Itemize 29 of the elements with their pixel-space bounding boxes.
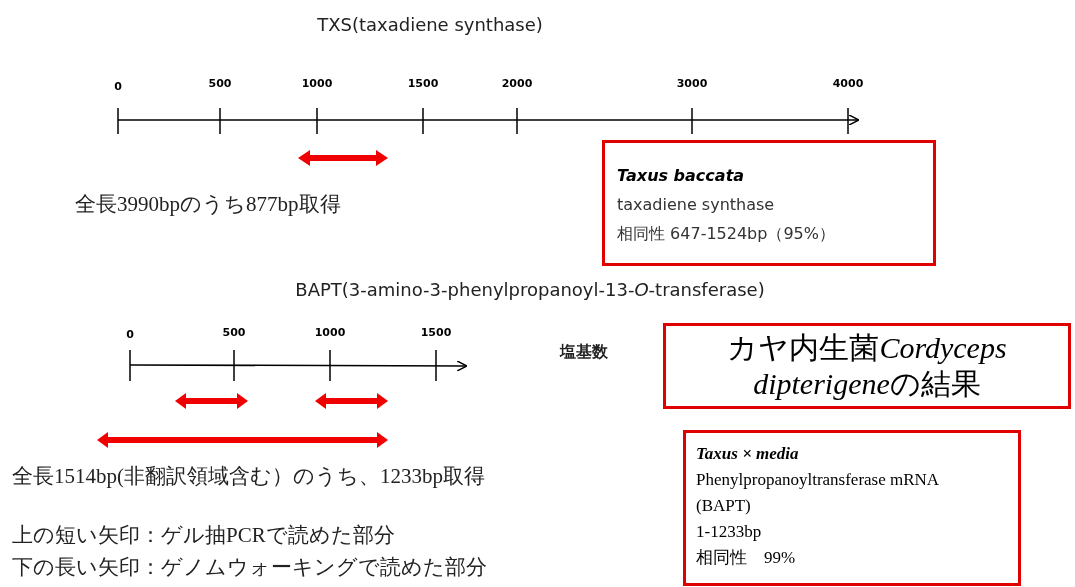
result-text: 相同性 647-1524bp（95%） (617, 223, 836, 245)
result-text: Phenylpropanoyltransferase mRNA (BAPT) (696, 469, 940, 517)
result-text: 相同性 99% (696, 547, 797, 569)
tick-label: 500 (208, 77, 232, 90)
result-box (602, 140, 936, 266)
axis-unit-label: 塩基数 (560, 342, 608, 363)
result-box (663, 323, 1071, 409)
result-box (683, 430, 1021, 586)
species-name: Taxus × media (696, 443, 800, 465)
result-text: 1-1233bp (696, 521, 763, 543)
legend-note: 上の短い矢印：ゲル抽PCRで読めた部分 (12, 522, 395, 549)
gene-title: TXS(taxadiene synthase) (317, 14, 543, 35)
result-text: taxadiene synthase (617, 194, 776, 216)
tick-label: 1500 (420, 326, 452, 339)
tick-label: 500 (222, 326, 246, 339)
box-heading: カヤ内生菌Cordyceps dipterigeneの結果 (726, 330, 1008, 402)
tick-label: 1500 (407, 77, 439, 90)
tick-label: 3000 (676, 77, 708, 90)
gene-title: BAPT(3-amino-3-phenylpropanoyl-13-O-transferase) (295, 279, 765, 300)
tick-label: 0 (114, 80, 122, 93)
tick-label: 0 (126, 328, 134, 341)
tick-label: 1000 (314, 326, 346, 339)
legend-note: 下の長い矢印：ゲノムウォーキングで読めた部分 (12, 554, 487, 581)
species-name: Taxus baccata (617, 165, 746, 187)
tick-label: 1000 (301, 77, 333, 90)
length-note: 全長1514bp(非翻訳領域含む）のうち、1233bp取得 (12, 463, 485, 490)
length-note: 全長3990bpのうち877bp取得 (75, 191, 341, 218)
tick-label: 2000 (501, 77, 533, 90)
tick-label: 4000 (832, 77, 864, 90)
